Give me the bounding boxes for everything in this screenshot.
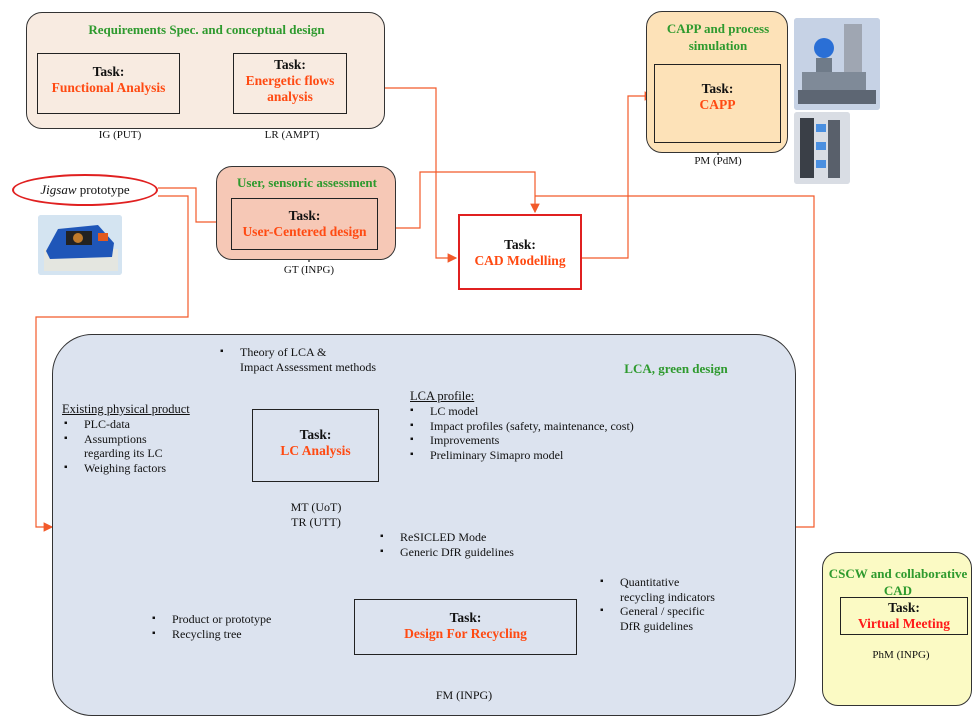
person-fm: FM (INPG): [435, 688, 493, 702]
group-title: LCA, green design: [624, 361, 728, 376]
group-title: CSCW and collaborative CAD: [828, 566, 968, 598]
task-virtual-meeting[interactable]: Task: Virtual Meeting: [840, 597, 968, 635]
list-item: Impact profiles (safety, maintenance, co…: [408, 419, 638, 434]
task-name: Virtual Meeting: [857, 616, 951, 631]
list-item: Recycling tree: [150, 627, 330, 642]
person-ig: IG (PUT): [98, 129, 142, 141]
person-gt: GT (INPG): [283, 264, 335, 276]
list-item: Weighing factors: [62, 461, 222, 476]
list-item: LC model: [408, 404, 638, 419]
list-item: PLC-data: [62, 417, 222, 432]
list-item: Generic DfR guidelines: [378, 545, 598, 560]
dfr-input-list: Product or prototype Recycling tree: [150, 612, 330, 641]
list-item: Product or prototype: [150, 612, 330, 627]
task-cad-modelling[interactable]: Task: CAD Modelling: [458, 214, 582, 290]
task-user-centered[interactable]: Task: User-Centered design: [231, 198, 378, 250]
group-title: CAPP and process simulation: [666, 21, 770, 53]
group-title: User, sensoric assessment: [237, 175, 377, 190]
task-name: LC Analysis: [280, 443, 351, 458]
task-name: CAPP: [699, 97, 736, 112]
person-mt: MT (UoT): [290, 500, 342, 514]
person-tr: TR (UTT): [291, 515, 341, 529]
list-item: ReSICLED Mode: [378, 530, 598, 545]
task-functional-analysis[interactable]: Task: Functional Analysis: [37, 53, 180, 114]
task-lc-analysis[interactable]: Task: LC Analysis: [252, 409, 379, 482]
fixture-image: [794, 112, 850, 184]
list-item: Quantitative recycling indicators: [598, 575, 716, 604]
group-title: Requirements Spec. and conceptual design: [88, 22, 325, 37]
list-item: Improvements: [408, 433, 638, 448]
person-phm: PhM (INPG): [872, 649, 930, 661]
task-name: Functional Analysis: [51, 80, 166, 95]
person-pm: PM (PdM): [694, 155, 742, 167]
resicled-list: ReSICLED Mode Generic DfR guidelines: [378, 530, 598, 559]
list-item: Preliminary Simapro model: [408, 448, 638, 463]
existing-product-list: PLC-data Assumptions regarding its LC We…: [62, 417, 222, 475]
machine-tool-image: [794, 18, 880, 110]
task-name: User-Centered design: [242, 224, 367, 239]
task-name: Design For Recycling: [404, 626, 527, 641]
list-item: General / specific DfR guidelines: [598, 604, 716, 633]
list-item: Assumptions regarding its LC: [62, 432, 194, 461]
dfr-output-list: Quantitative recycling indicators Genera…: [598, 575, 716, 633]
arrow-cad-to-capp: [582, 91, 655, 259]
lca-top-input: Theory of LCA &Impact Assessment methods: [218, 345, 438, 374]
prototype-label: Jigsaw prototype: [12, 174, 158, 206]
task-name: CAD Modelling: [474, 253, 566, 268]
task-energetic-flows[interactable]: Task: Energetic flows analysis: [233, 53, 347, 114]
task-design-for-recycling[interactable]: Task: Design For Recycling: [354, 599, 577, 655]
jigsaw-image: [38, 215, 122, 275]
task-name: Energetic flows analysis: [245, 73, 335, 104]
lca-profile-list: LC model Impact profiles (safety, mainte…: [408, 404, 638, 462]
task-capp[interactable]: Task: CAPP: [654, 64, 781, 143]
existing-product-title: Existing physical product: [62, 402, 190, 416]
person-lr: LR (AMPT): [264, 129, 320, 141]
lca-profile-title: LCA profile:: [410, 389, 475, 403]
